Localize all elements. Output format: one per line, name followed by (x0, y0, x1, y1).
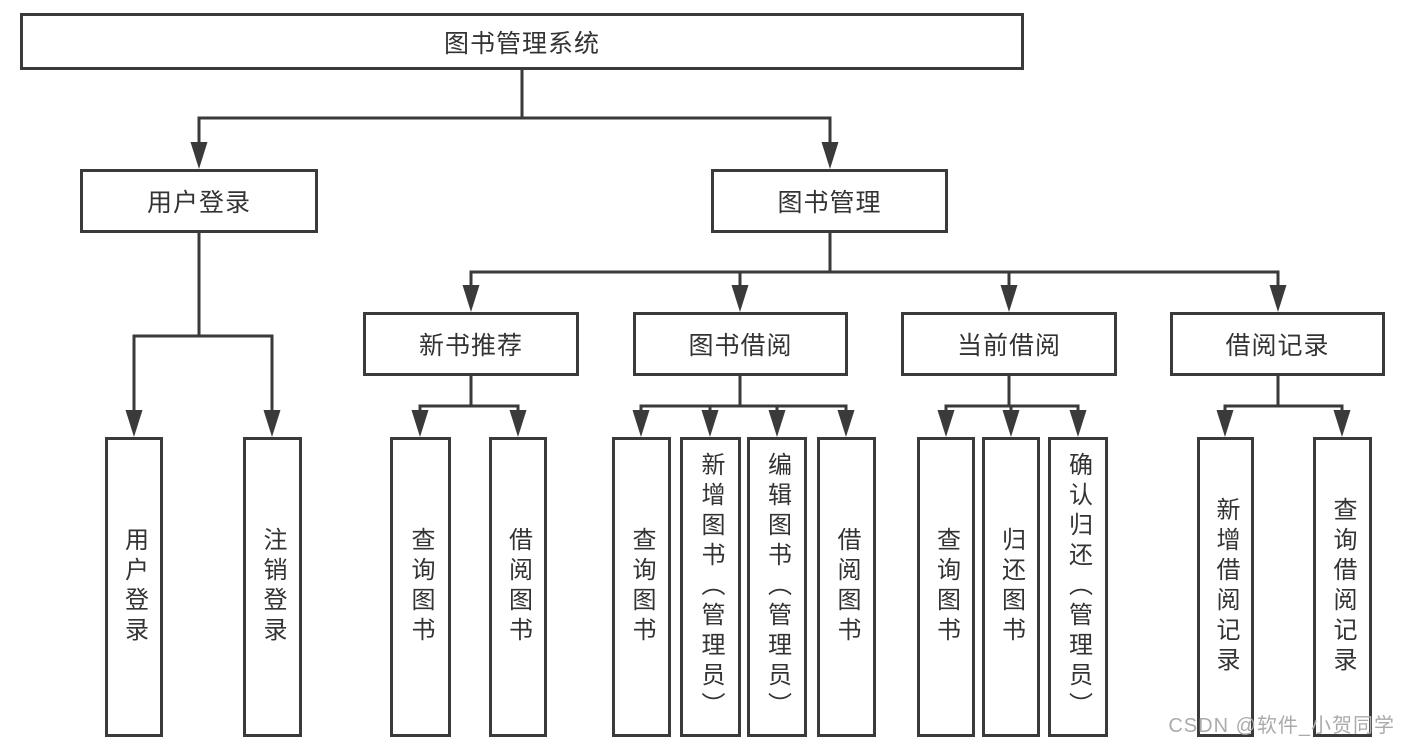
node-book-management: 图书管理 (711, 169, 948, 233)
arrowhead (411, 410, 429, 437)
node-label: 用户登录 (146, 189, 251, 217)
node-user-login-action: 用户登录 (105, 437, 163, 737)
node-label: 新增借阅记录 (1212, 497, 1239, 677)
arrowhead (509, 410, 527, 437)
node-label: 注销登录 (259, 527, 286, 647)
arrowhead (837, 410, 855, 437)
node-borrowing-records: 借阅记录 (1170, 312, 1385, 376)
node-add-books-admin: 新增图书（管理员） (680, 437, 741, 737)
arrowhead (768, 410, 786, 437)
csdn-watermark: CSDN @软件_小贺同学 (1168, 715, 1395, 737)
arrowhead (1269, 285, 1287, 312)
arrowhead (1002, 410, 1020, 437)
arrowhead (731, 285, 749, 312)
node-label: 新增图书（管理员） (697, 452, 724, 722)
arrowhead (1069, 410, 1087, 437)
connector-root-to-level2 (197, 68, 832, 146)
node-label: 归还图书 (997, 527, 1025, 647)
node-label: 图书借阅 (688, 332, 793, 360)
node-label: 当前借阅 (956, 332, 1061, 360)
node-query-books-borrowing: 查询图书 (612, 437, 671, 737)
node-edit-books-admin: 编辑图书（管理员） (747, 437, 807, 737)
arrowhead (937, 410, 955, 437)
arrowhead (1000, 285, 1018, 312)
node-label: 查询借阅记录 (1329, 497, 1356, 677)
arrowhead (263, 410, 281, 437)
arrowhead (701, 410, 719, 437)
node-new-book-recommendation: 新书推荐 (363, 312, 579, 376)
arrowhead (1333, 410, 1351, 437)
node-label: 借阅图书 (833, 527, 860, 647)
connector-borrowing-to-children (639, 374, 848, 414)
connector-current-to-children (944, 374, 1080, 414)
arrowhead (821, 142, 839, 169)
node-label: 用户登录 (120, 527, 148, 647)
node-user-login: 用户登录 (80, 169, 318, 233)
connector-userlogin-to-children (132, 231, 274, 414)
node-label: 图书管理系统 (443, 29, 600, 58)
node-label: 借阅记录 (1225, 332, 1330, 360)
node-library-management-system: 图书管理系统 (20, 13, 1024, 70)
node-borrow-books-borrowing: 借阅图书 (817, 437, 876, 737)
node-label: 查询图书 (932, 527, 960, 647)
connector-newbook-to-children (418, 374, 520, 414)
node-label: 新书推荐 (418, 332, 523, 360)
arrowhead (1216, 410, 1234, 437)
node-return-books: 归还图书 (982, 437, 1040, 737)
node-label: 借阅图书 (504, 527, 532, 647)
node-label: 查询图书 (407, 527, 434, 647)
connector-bookmgmt-to-level3 (469, 231, 1280, 289)
node-label: 编辑图书（管理员） (763, 452, 791, 722)
node-query-books-recommend: 查询图书 (390, 437, 451, 737)
node-confirm-return-admin: 确认归还（管理员） (1048, 437, 1108, 737)
node-label: 确认归还（管理员） (1064, 452, 1092, 722)
node-add-borrow-record: 新增借阅记录 (1197, 437, 1254, 737)
node-label: 图书管理 (777, 189, 882, 217)
node-query-borrow-record: 查询借阅记录 (1313, 437, 1372, 737)
node-label: 查询图书 (628, 527, 655, 647)
arrowhead (125, 410, 143, 437)
node-current-borrowing: 当前借阅 (901, 312, 1117, 376)
connector-records-to-children (1223, 374, 1344, 414)
arrowhead (632, 410, 650, 437)
arrowhead (190, 142, 208, 169)
node-borrow-books-recommend: 借阅图书 (489, 437, 547, 737)
node-book-borrowing: 图书借阅 (633, 312, 848, 376)
node-query-books-current: 查询图书 (917, 437, 975, 737)
arrowhead (462, 285, 480, 312)
node-logout-action: 注销登录 (243, 437, 302, 737)
